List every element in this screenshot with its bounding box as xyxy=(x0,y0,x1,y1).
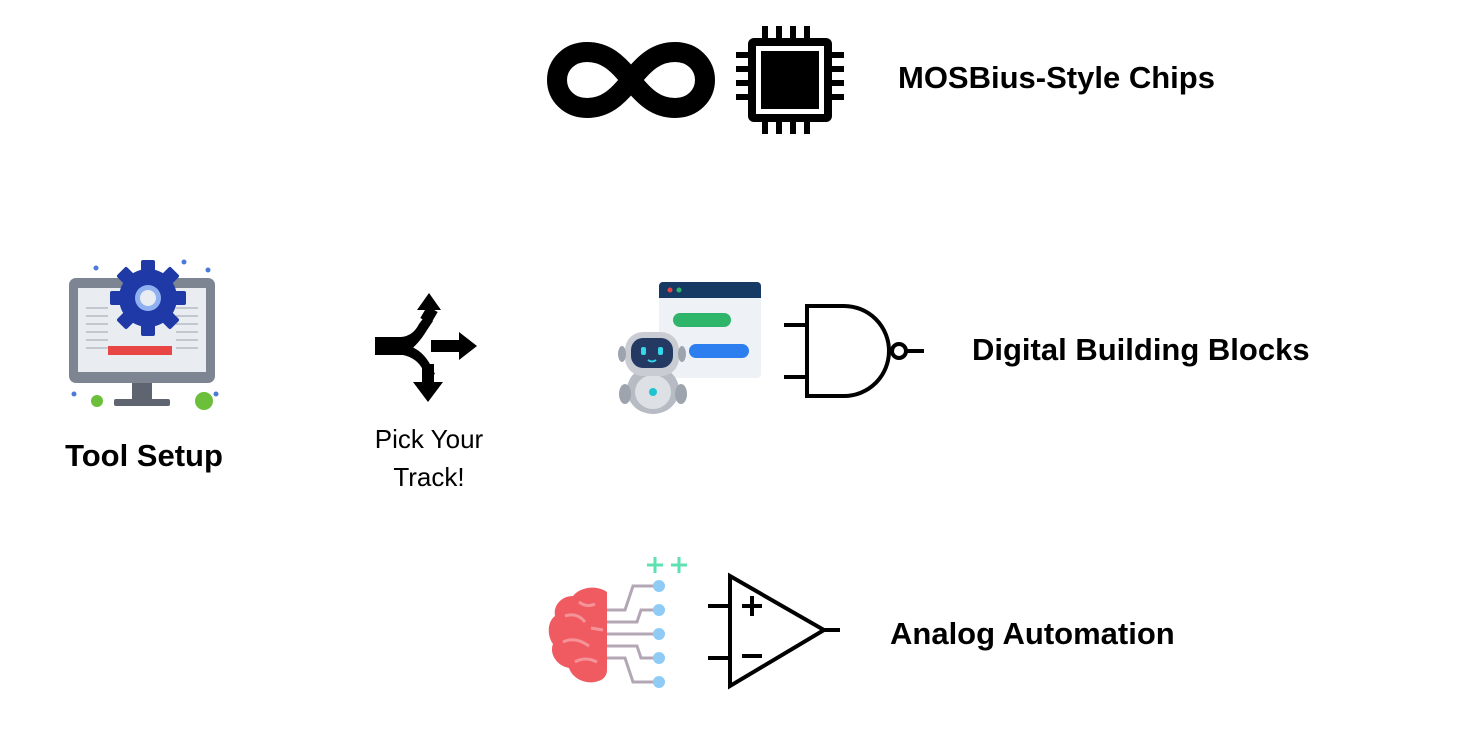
chatbot-window-icon xyxy=(618,282,761,414)
tool-setup-group: Tool Setup xyxy=(58,258,238,488)
track-mosbius-label: MOSBius-Style Chips xyxy=(898,60,1215,95)
computer-settings-gear-icon xyxy=(69,259,219,410)
pick-track-label: Pick Your Track! xyxy=(355,420,503,496)
split-arrows-icon xyxy=(375,293,477,402)
pick-track-line-1: Pick Your xyxy=(374,424,484,454)
track-digital-label: Digital Building Blocks xyxy=(972,332,1310,367)
nand-gate-icon xyxy=(784,304,924,398)
op-amp-icon xyxy=(708,572,840,690)
track-analog-label: Analog Automation xyxy=(890,616,1175,651)
tool-setup-label: Tool Setup xyxy=(65,438,223,473)
pick-track-line-2: Track! xyxy=(393,462,465,492)
pick-track-group: Pick Your Track! xyxy=(355,290,505,500)
brain-circuit-icon xyxy=(548,557,687,688)
microchip-icon xyxy=(736,26,844,134)
infinity-icon xyxy=(547,42,715,118)
